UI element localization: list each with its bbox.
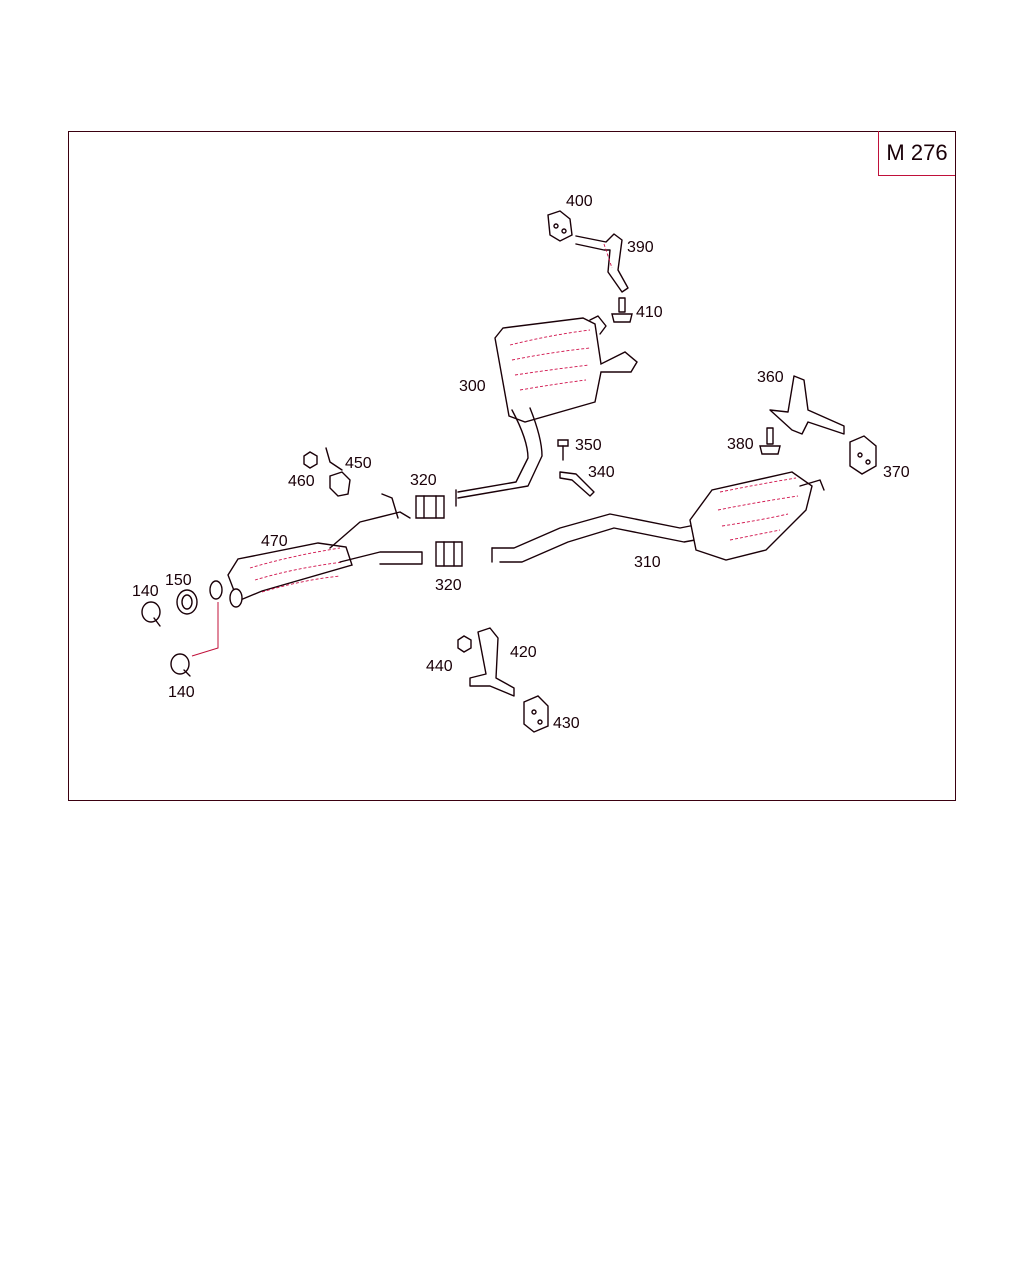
label-460: 460 bbox=[288, 473, 315, 490]
label-140-lower: 140 bbox=[168, 684, 195, 701]
label-300: 300 bbox=[459, 378, 486, 395]
part-410-bolt[interactable] bbox=[611, 297, 633, 323]
part-400-rubber-mount[interactable] bbox=[547, 210, 573, 242]
label-320-upper: 320 bbox=[410, 472, 437, 489]
part-320-clamp-lower[interactable] bbox=[435, 541, 463, 567]
label-360: 360 bbox=[757, 369, 784, 386]
label-320-lower: 320 bbox=[435, 577, 462, 594]
label-140-upper: 140 bbox=[132, 583, 159, 600]
part-140-clamp-b[interactable] bbox=[170, 602, 219, 677]
model-label: M 276 bbox=[878, 131, 955, 176]
part-370-rubber-mount[interactable] bbox=[849, 435, 877, 475]
label-450: 450 bbox=[345, 455, 372, 472]
label-440: 440 bbox=[426, 658, 453, 675]
label-350: 350 bbox=[575, 437, 602, 454]
part-380-bolt[interactable] bbox=[759, 427, 781, 455]
part-340-strap[interactable] bbox=[559, 471, 595, 497]
part-310-silencer-pipe[interactable] bbox=[491, 471, 825, 563]
label-410: 410 bbox=[636, 304, 663, 321]
label-380: 380 bbox=[727, 436, 754, 453]
label-340: 340 bbox=[588, 464, 615, 481]
part-430-rubber-mount[interactable] bbox=[523, 695, 549, 733]
part-390-bracket[interactable] bbox=[575, 233, 629, 293]
part-300-rear-silencer[interactable] bbox=[455, 315, 638, 507]
part-150-seal-ring[interactable] bbox=[176, 589, 198, 615]
part-460-nut[interactable] bbox=[303, 451, 318, 469]
part-360-bracket[interactable] bbox=[769, 375, 845, 435]
part-320-clamp-upper[interactable] bbox=[415, 495, 445, 519]
part-450-hanger[interactable] bbox=[325, 447, 351, 497]
label-420: 420 bbox=[510, 644, 537, 661]
label-150: 150 bbox=[165, 572, 192, 589]
part-140-clamp-a[interactable] bbox=[141, 601, 161, 627]
part-420-bracket[interactable] bbox=[469, 627, 515, 697]
label-430: 430 bbox=[553, 715, 580, 732]
part-440-nut[interactable] bbox=[457, 635, 472, 653]
part-350-screw[interactable] bbox=[557, 439, 569, 461]
diagram-frame bbox=[68, 131, 956, 801]
label-310: 310 bbox=[634, 554, 661, 571]
label-390: 390 bbox=[627, 239, 654, 256]
part-470-catalytic-converter[interactable] bbox=[209, 493, 423, 608]
label-400: 400 bbox=[566, 193, 593, 210]
label-370: 370 bbox=[883, 464, 910, 481]
label-470: 470 bbox=[261, 533, 288, 550]
